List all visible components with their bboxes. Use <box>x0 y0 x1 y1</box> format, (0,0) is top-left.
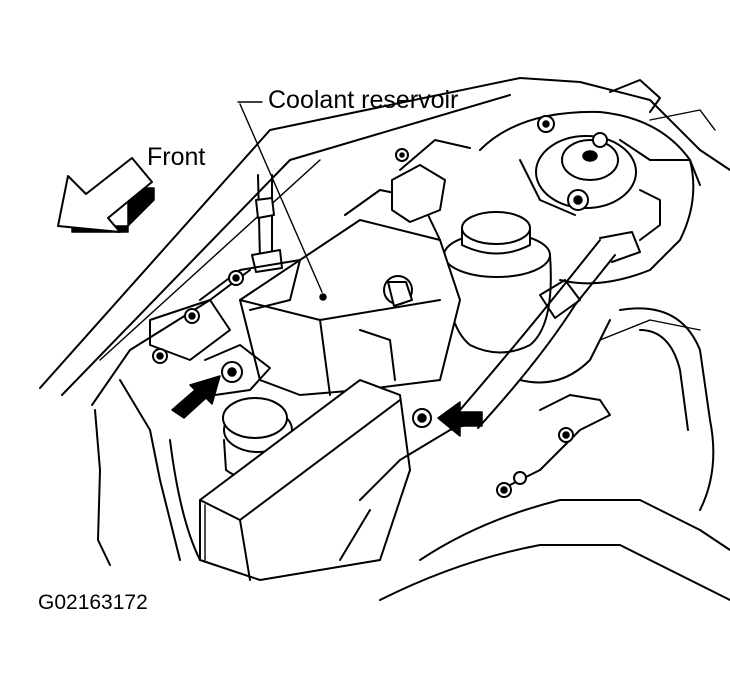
strut-nut <box>582 150 598 162</box>
reservoir-center-mark <box>319 293 327 301</box>
fluid-bottle-cap <box>461 211 531 245</box>
coolant-reservoir-label: Coolant reservoir <box>268 86 459 114</box>
fender-edges <box>39 77 730 566</box>
solid-pointer-arrow-icon <box>171 375 483 437</box>
pointer-arrow-right <box>437 401 483 437</box>
figure-id-label: G02163172 <box>38 591 148 614</box>
front-direction-arrow-icon <box>57 157 155 233</box>
front-label: Front <box>147 143 206 171</box>
coolant-leader-line <box>237 101 323 293</box>
hoses <box>459 231 715 511</box>
fluid-bottle <box>443 211 552 354</box>
lower-right-bracket <box>379 394 730 601</box>
pointer-arrow-left <box>171 375 221 419</box>
reservoir-mount-bolts <box>204 344 432 428</box>
strut-tower <box>479 79 716 285</box>
support-rod <box>149 174 301 364</box>
coolant-reservoir-body <box>239 139 471 396</box>
radiator-cap <box>222 397 293 480</box>
